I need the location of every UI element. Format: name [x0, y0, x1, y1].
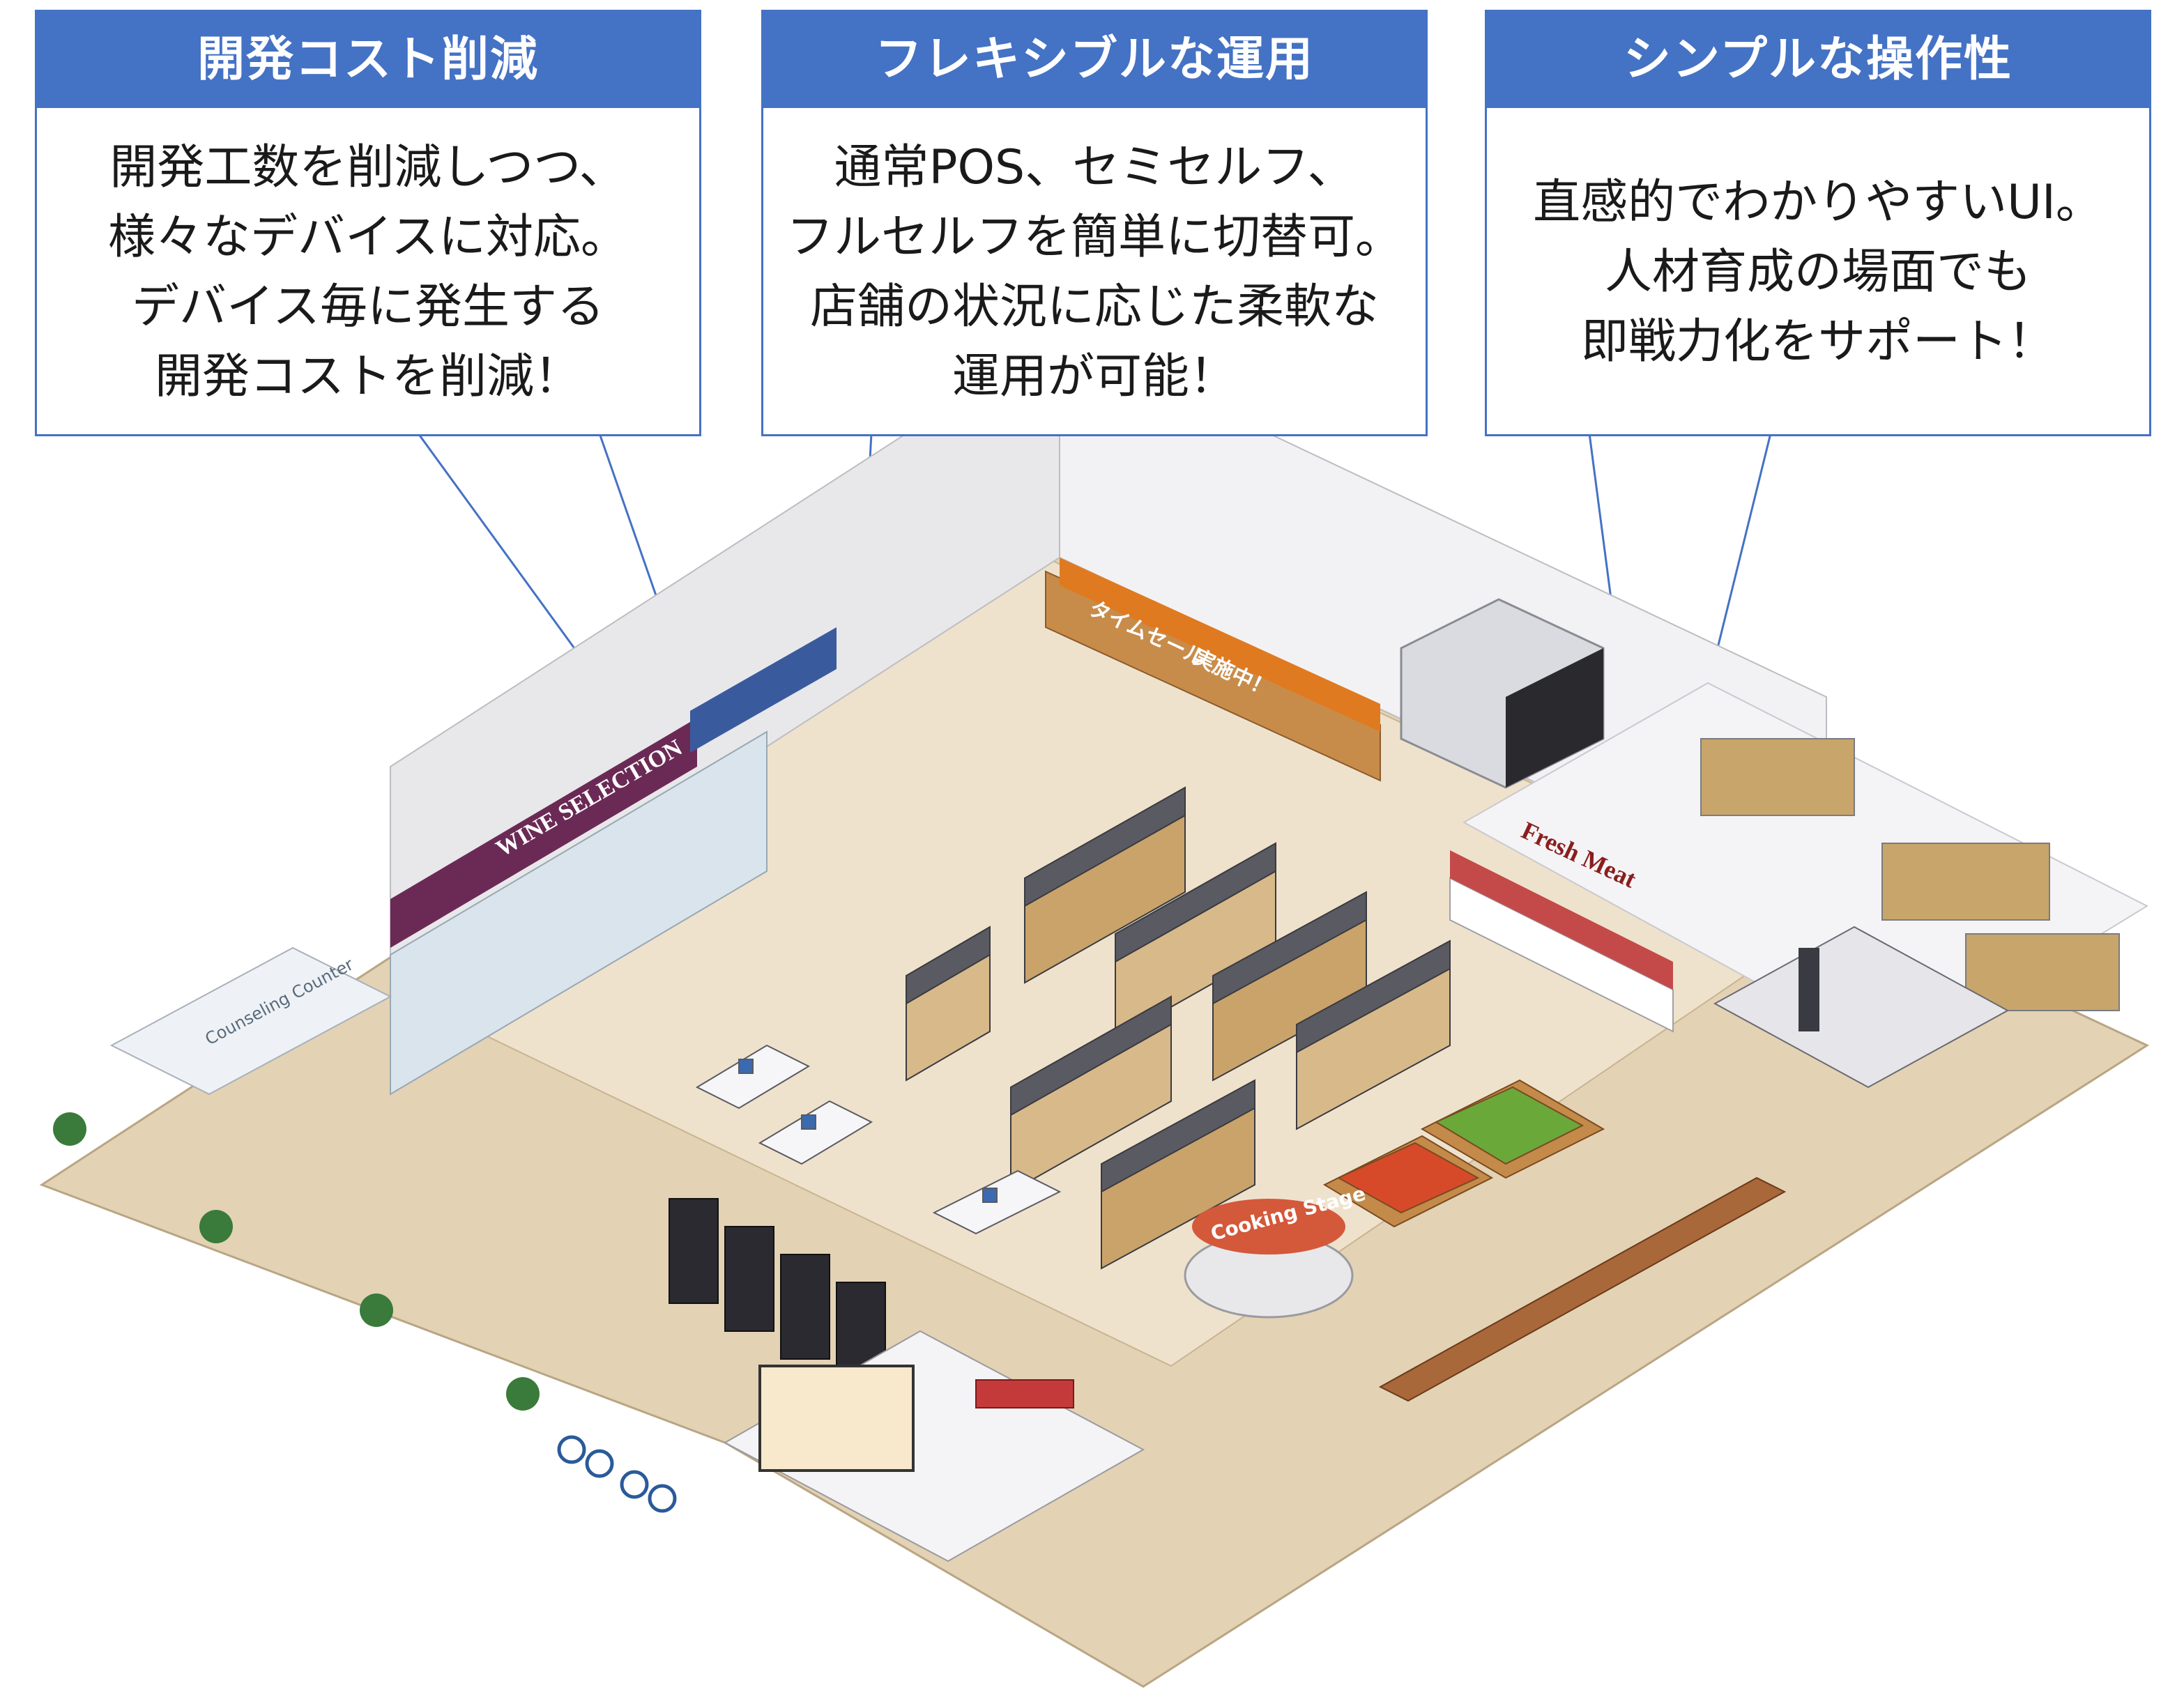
callout-dev-cost: 開発コスト削減 開発工数を削減しつつ、 様々なデバイスに対応。 デバイス毎に発生… — [35, 10, 701, 436]
callout-text: 通常POS、セミセルフ、 フルセルフを簡単に切替可。 店舗の状況に応じた柔軟な … — [763, 108, 1426, 412]
callout-text: 開発工数を削減しつつ、 様々なデバイスに対応。 デバイス毎に発生する 開発コスト… — [37, 108, 699, 412]
callout-line: フルセルフを簡単に切替可。 — [786, 210, 1403, 265]
bicycles — [557, 1435, 677, 1513]
trees — [53, 1112, 540, 1411]
callout-line: 直感的でわかりやすいUI。 — [1533, 175, 2103, 230]
automation-line — [1713, 926, 2010, 1089]
delivery-truck — [1400, 598, 1605, 789]
signage-banner-left — [690, 627, 837, 753]
callout-line: 店舗の状況に応じた柔軟な — [809, 279, 1379, 335]
callout-line: 通常POS、セミセルフ、 — [834, 140, 1355, 195]
callout-line: 様々なデバイスに対応。 — [108, 210, 628, 265]
callout-line: 開発工数を削減しつつ、 — [109, 140, 627, 195]
callout-title: 開発コスト削減 — [37, 12, 699, 108]
callout-line: 即戦力化をサポート！ — [1580, 314, 2055, 369]
callout-text: 直感的でわかりやすいUI。 人材育成の場面でも 即戦力化をサポート！ — [1487, 108, 2149, 377]
wine-section: WINE SELECTION — [390, 718, 768, 1096]
entrance — [723, 1330, 1145, 1563]
callout-line: 人材育成の場面でも — [1604, 245, 2031, 300]
callout-title: フレキシブルな運用 — [763, 12, 1426, 108]
callout-flexible-ops: フレキシブルな運用 通常POS、セミセルフ、 フルセルフを簡単に切替可。 店舗の… — [761, 10, 1428, 436]
callout-line: 開発コストを削減！ — [154, 349, 581, 404]
warehouse-shelves — [1700, 738, 2120, 1011]
callout-line: 運用が可能！ — [952, 349, 1237, 404]
callout-simple-ui: シンプルな操作性 直感的でわかりやすいUI。 人材育成の場面でも 即戦力化をサポ… — [1485, 10, 2151, 436]
shelf-gondolas — [906, 786, 1451, 1270]
cart-rack — [975, 1379, 1074, 1409]
front-planter — [1378, 1176, 1787, 1402]
callout-line: デバイス毎に発生する — [132, 279, 604, 335]
produce-stands — [1322, 1079, 1605, 1228]
pos-registers — [695, 1044, 1062, 1235]
callout-title: シンプルな操作性 — [1487, 12, 2149, 108]
